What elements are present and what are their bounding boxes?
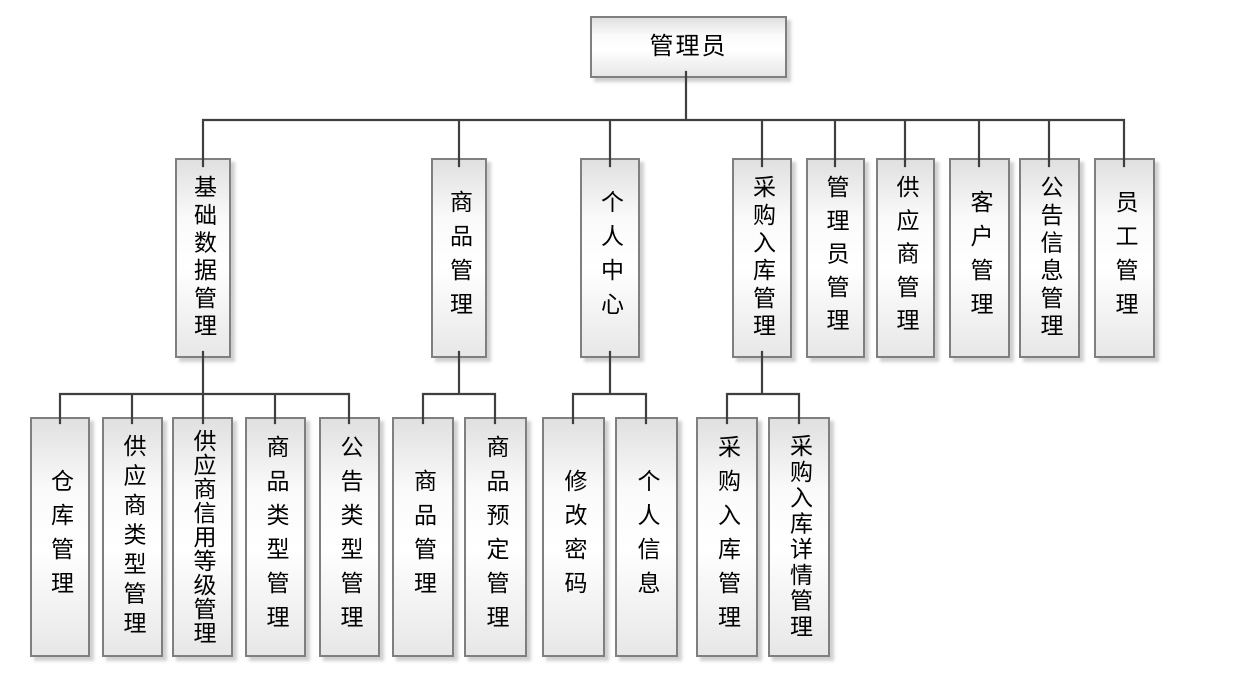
node-label: 商品类型管理 <box>263 435 289 639</box>
node-label: 客户管理 <box>967 190 993 326</box>
connector-basic-data-children <box>58 350 351 425</box>
node-warehouse-management: 仓库管理 <box>30 417 90 657</box>
node-label: 采购入库管理 <box>749 175 776 341</box>
node-personal-center: 个人中心 <box>580 158 640 358</box>
connector-purchase-inbound-children <box>725 350 801 425</box>
node-label: 商品管理 <box>446 190 473 326</box>
node-goods-reservation-management: 商品预定管理 <box>464 417 527 657</box>
node-label: 员工管理 <box>1112 190 1138 326</box>
node-supplier-management: 供应商管理 <box>876 158 935 358</box>
node-label: 管理员管理 <box>823 175 849 341</box>
node-root-admin: 管理员 <box>590 16 787 78</box>
node-label: 公告信息管理 <box>1037 175 1063 341</box>
node-purchase-inbound-detail-management: 采购入库详情管理 <box>768 417 830 657</box>
node-supplier-credit-rating-management: 供应商信用等级管理 <box>172 417 233 657</box>
connector-goods-children <box>421 350 497 425</box>
node-supplier-type-management: 供应商类型管理 <box>102 417 163 657</box>
node-label: 仓库管理 <box>47 469 74 605</box>
node-label: 商品管理 <box>410 469 437 605</box>
node-label: 供应商类型管理 <box>120 434 146 640</box>
node-goods-management: 商品管理 <box>431 158 487 358</box>
node-label: 公告类型管理 <box>337 435 363 639</box>
node-label: 管理员 <box>649 33 728 60</box>
node-label: 采购入库管理 <box>714 435 741 639</box>
node-label: 供应商信用等级管理 <box>190 429 216 645</box>
connector-root-to-level2 <box>201 70 1126 168</box>
node-announcement-type-management: 公告类型管理 <box>319 417 380 657</box>
node-goods-type-management: 商品类型管理 <box>245 417 306 657</box>
node-announcement-info-management: 公告信息管理 <box>1019 158 1080 358</box>
node-goods-management-sub: 商品管理 <box>392 417 454 657</box>
node-label: 采购入库详情管理 <box>786 434 813 640</box>
node-basic-data-management: 基础数据管理 <box>175 158 231 358</box>
node-label: 个人信息 <box>634 469 660 605</box>
node-purchase-inbound-management-sub: 采购入库管理 <box>696 417 758 657</box>
node-purchase-inbound-management: 采购入库管理 <box>732 158 792 358</box>
node-personal-info: 个人信息 <box>615 417 678 657</box>
node-label: 个人中心 <box>597 190 624 326</box>
node-admin-management: 管理员管理 <box>806 158 865 358</box>
node-label: 基础数据管理 <box>190 175 217 341</box>
node-label: 供应商管理 <box>893 175 919 341</box>
node-employee-management: 员工管理 <box>1094 158 1155 358</box>
node-label: 修改密码 <box>561 469 587 605</box>
connector-personal-center-children <box>571 350 648 425</box>
node-label: 商品预定管理 <box>483 435 509 639</box>
node-customer-management: 客户管理 <box>949 158 1010 358</box>
node-change-password: 修改密码 <box>542 417 605 657</box>
